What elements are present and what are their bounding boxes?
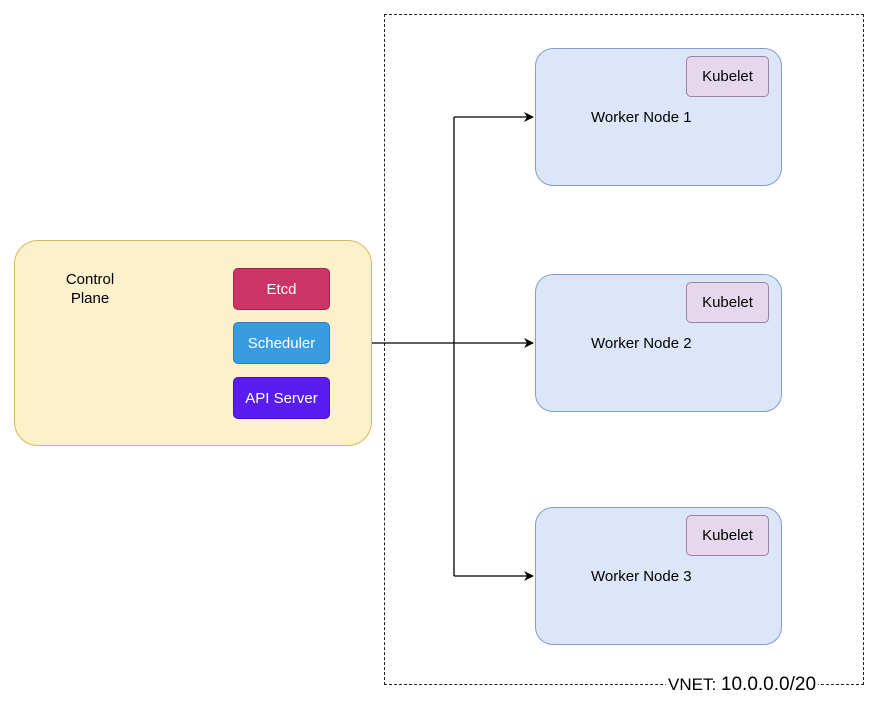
vnet-label: VNET: 10.0.0.0/20	[666, 674, 819, 696]
kubelet-component: Kubelet	[686, 56, 769, 97]
etcd-component: Etcd	[233, 268, 330, 310]
kubelet-component: Kubelet	[686, 282, 769, 323]
scheduler-component: Scheduler	[233, 322, 330, 364]
worker-node-3: Kubelet Worker Node 3	[535, 507, 782, 645]
vnet-cidr: 10.0.0.0/20	[720, 674, 817, 695]
kubelet-component: Kubelet	[686, 515, 769, 556]
worker-node-1: Kubelet Worker Node 1	[535, 48, 782, 186]
worker-node-label: Worker Node 3	[591, 568, 692, 585]
worker-node-label: Worker Node 2	[591, 335, 692, 352]
api-server-component: API Server	[233, 377, 330, 419]
worker-node-2: Kubelet Worker Node 2	[535, 274, 782, 412]
worker-node-label: Worker Node 1	[591, 109, 692, 126]
vnet-boundary	[384, 14, 864, 685]
vnet-label-prefix: VNET:	[668, 675, 717, 694]
control-plane-title: Control Plane	[65, 271, 115, 307]
